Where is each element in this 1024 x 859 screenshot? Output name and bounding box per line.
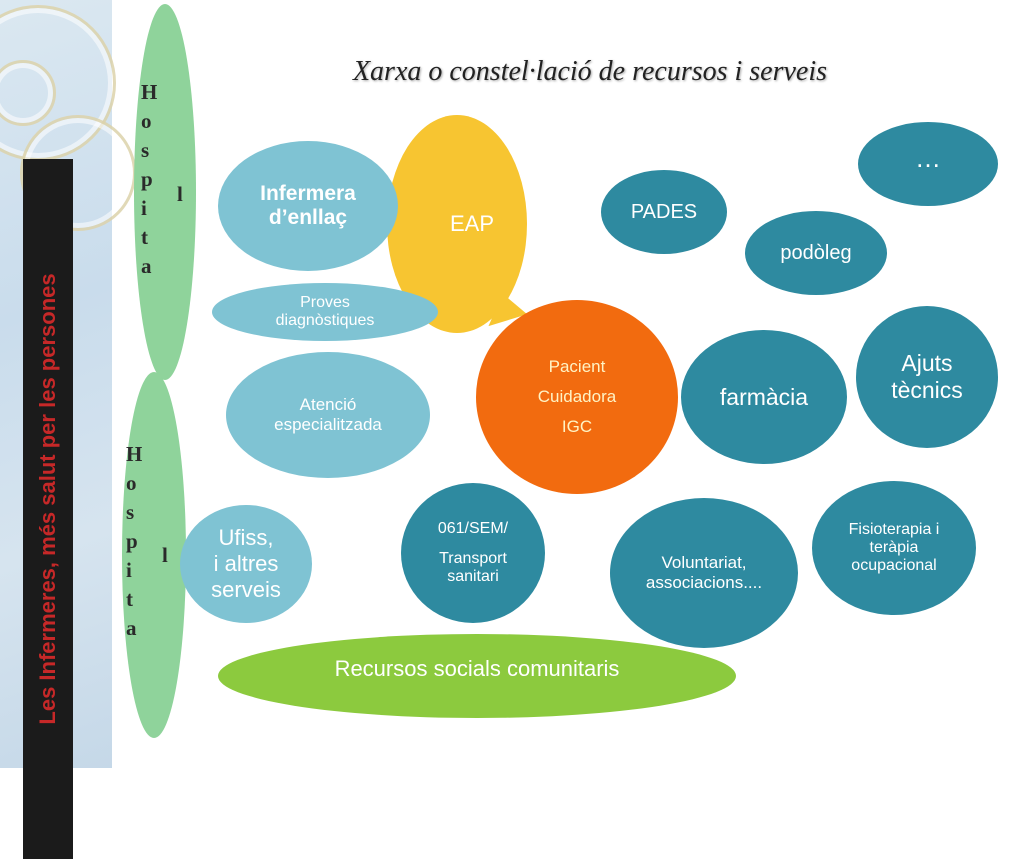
- node-sem-line: sanitari: [447, 568, 499, 585]
- hospital-bottom-letter: H: [126, 442, 143, 466]
- node-fisio-line: ocupacional: [851, 557, 937, 574]
- page-title: Xarxa o constel·lació de recursos i serv…: [352, 56, 828, 87]
- node-voluntariat: Voluntariat, associacions....: [610, 498, 798, 648]
- node-ufiss-line: serveis: [211, 577, 281, 602]
- hospital-top-letter: H: [141, 80, 158, 104]
- hospital-top-letter: o: [141, 109, 152, 133]
- hospital-top-letter: t: [141, 225, 148, 249]
- node-etc: …: [858, 122, 998, 206]
- node-ufiss-line: i altres: [213, 551, 279, 576]
- node-podoleg: podòleg: [745, 211, 887, 295]
- node-etc-label: …: [915, 142, 941, 173]
- node-voluntariat-line: Voluntariat,: [661, 553, 747, 572]
- decorative-ring: [0, 60, 56, 126]
- node-sem-line: 061/SEM/: [437, 520, 509, 537]
- sidebar-vertical-text: Les Infermeres, més salut per les person…: [23, 159, 73, 859]
- node-pacient: Pacient Cuidadora IGC: [476, 300, 678, 494]
- node-fisio-line: Fisioterapia i: [848, 521, 940, 538]
- node-recursos-label: Recursos socials comunitaris: [334, 656, 620, 681]
- node-pacient-line: Cuidadora: [537, 387, 617, 406]
- node-ufiss-line: Ufiss,: [218, 525, 274, 550]
- hospital-top-extra-letter: l: [177, 182, 183, 206]
- node-proves-diagnostiques: Proves diagnòstiques: [212, 283, 438, 341]
- node-sem: 061/SEM/ Transport sanitari: [401, 483, 545, 623]
- node-ajuts-line: tècnics: [891, 377, 963, 403]
- hospital-bottom-letter: i: [126, 558, 132, 582]
- node-pades-label: PADES: [630, 200, 698, 223]
- hospital-bottom-extra-letter: l: [162, 543, 168, 567]
- node-podoleg-label: podòleg: [780, 241, 852, 264]
- hospital-bottom-letters: H o s p i t a: [126, 440, 142, 643]
- node-pades: PADES: [601, 170, 727, 254]
- hospital-bottom-letter: p: [126, 529, 138, 553]
- hospital-top-letter: p: [141, 167, 153, 191]
- node-infermera-line: d’enllaç: [268, 206, 348, 229]
- hospital-bottom-letter: t: [126, 587, 133, 611]
- node-proves-line: diagnòstiques: [275, 312, 375, 329]
- node-pacient-line: IGC: [561, 417, 593, 436]
- hospital-bottom-ellipse: [122, 372, 186, 738]
- node-infermera-enllac: Infermera d’enllaç: [218, 141, 398, 271]
- node-ajuts-line: Ajuts: [901, 350, 953, 376]
- hospital-top-letter: i: [141, 196, 147, 220]
- hospital-top-ellipse: [134, 4, 196, 380]
- hospital-top-letters: H o s p i t a: [141, 78, 157, 281]
- node-proves-line: Proves: [300, 294, 350, 311]
- node-fisio-line: teràpia: [869, 539, 919, 556]
- node-voluntariat-line: associacions....: [645, 573, 763, 592]
- node-ajuts-tecnics: Ajuts tècnics: [856, 306, 998, 448]
- node-atencio-especialitzada: Atenció especialitzada: [226, 352, 430, 478]
- node-eap-label: EAP: [449, 211, 495, 236]
- node-ufiss: Ufiss, i altres serveis: [180, 505, 312, 623]
- node-farmacia-label: farmàcia: [719, 383, 809, 410]
- node-atencio-line: especialitzada: [274, 415, 382, 434]
- hospital-top-letter: a: [141, 254, 152, 278]
- node-sem-line: Transport: [439, 550, 507, 567]
- hospital-bottom-letter: o: [126, 471, 137, 495]
- hospital-bottom-letter: s: [126, 500, 135, 524]
- node-fisioterapia: Fisioterapia i teràpia ocupacional: [812, 481, 976, 615]
- hospital-top-letter: s: [141, 138, 150, 162]
- node-recursos-socials: Recursos socials comunitaris: [218, 634, 736, 718]
- node-pacient-line: Pacient: [548, 357, 606, 376]
- node-farmacia: farmàcia: [681, 330, 847, 464]
- node-infermera-line: Infermera: [260, 182, 356, 205]
- hospital-bottom-letter: a: [126, 616, 137, 640]
- node-atencio-line: Atenció: [299, 395, 357, 414]
